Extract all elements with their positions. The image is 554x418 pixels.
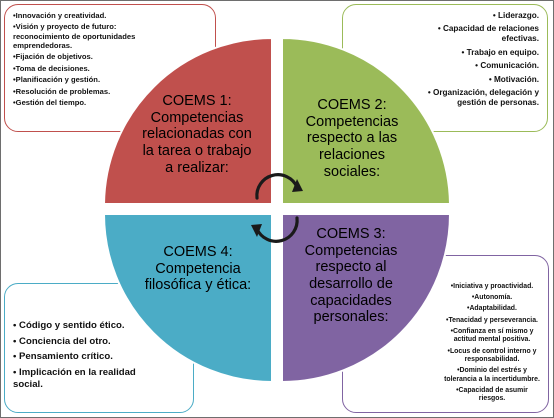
skill-item: •Resolución de problemas.	[13, 86, 111, 96]
skill-item: • Capacidad de relaciones efectivas.	[437, 24, 539, 44]
quadrant-coems-4	[102, 213, 273, 384]
skill-item: •Locus de control interno y responsabili…	[447, 347, 537, 363]
quadrant-coems-1	[102, 36, 273, 205]
skill-item: • Comunicación.	[475, 61, 539, 71]
quadrant-description: Competencias respecto al desarrollo de c…	[304, 242, 398, 326]
skill-item: •Dominio del estrés y tolerancia a la in…	[444, 367, 540, 383]
quadrant-label-coems-4: COEMS 4: Competencia filosófica y ética:	[142, 244, 254, 294]
skill-item: •Toma de decisiones.	[13, 63, 90, 73]
skills-box-coems-1: •Innovación y creatividad. •Visión y pro…	[4, 4, 216, 132]
quadrant-coems-2	[281, 36, 452, 205]
skill-item: •Gestión del tiempo.	[13, 98, 87, 108]
quadrant-label-coems-2: COEMS 2: Competencias respecto a las rel…	[292, 97, 412, 180]
quadrant-description: Competencias respecto a las relaciones s…	[305, 113, 399, 180]
skill-item: •Iniciativa y proactividad.	[450, 283, 534, 290]
skill-item: • Conciencia del otro.	[13, 335, 111, 347]
quadrant-title: COEMS 2:	[317, 97, 387, 113]
skill-item: • Motivación.	[488, 74, 539, 84]
skill-item: •Planificación y gestión.	[13, 75, 101, 85]
quadrant-label-coems-1: COEMS 1: Competencias relacionadas con l…	[142, 93, 252, 176]
skill-item: •Tenacidad y perseverancia.	[446, 316, 538, 324]
quadrant-description: Competencias relacionadas con la tarea o…	[142, 109, 252, 176]
skills-list-coems-3: •Iniciativa y proactividad. •Autonomía. …	[442, 283, 542, 406]
circular-arrows-icon	[251, 173, 303, 243]
quadrant-title: COEMS 3:	[316, 226, 386, 242]
skill-item: •Confianza en sí mismo y actitud mental …	[450, 327, 534, 344]
skill-item: • Pensamiento crítico.	[13, 351, 113, 363]
quadrant-description: Competencia filosófica y ética:	[144, 260, 252, 294]
quadrant-label-coems-3: COEMS 3: Competencias respecto al desarr…	[290, 226, 412, 326]
quadrant-title: COEMS 4:	[163, 244, 233, 260]
skill-item: •Innovación y creatividad.	[13, 11, 107, 20]
skill-item: •Capacidad de asumir riesgos.	[456, 386, 528, 403]
skills-list-coems-4: • Código y sentido ético. • Conciencia d…	[13, 320, 153, 395]
skill-item: •Fijación de objetivos.	[13, 52, 93, 62]
skill-item: •Adaptabilidad.	[467, 305, 517, 313]
skills-list-coems-1: •Innovación y creatividad. •Visión y pro…	[13, 11, 149, 110]
skill-item: • Liderazgo.	[492, 11, 539, 20]
skill-item: •Autonomía.	[471, 294, 513, 302]
quadrant-title: COEMS 1:	[162, 93, 232, 109]
skill-item: • Código y sentido ético.	[13, 320, 125, 331]
skill-item: •Visión y proyecto de futuro: reconocimi…	[13, 22, 136, 50]
quadrant-coems-3	[281, 213, 452, 384]
skill-item: • Implicación en la realidad social.	[13, 367, 136, 390]
skills-list-coems-2: • Liderazgo. • Capacidad de relaciones e…	[417, 11, 539, 111]
skill-item: • Trabajo en equipo.	[461, 47, 539, 57]
skills-box-coems-4: • Código y sentido ético. • Conciencia d…	[4, 283, 194, 413]
skill-item: • Organización, delegación y gestión de …	[427, 87, 539, 107]
